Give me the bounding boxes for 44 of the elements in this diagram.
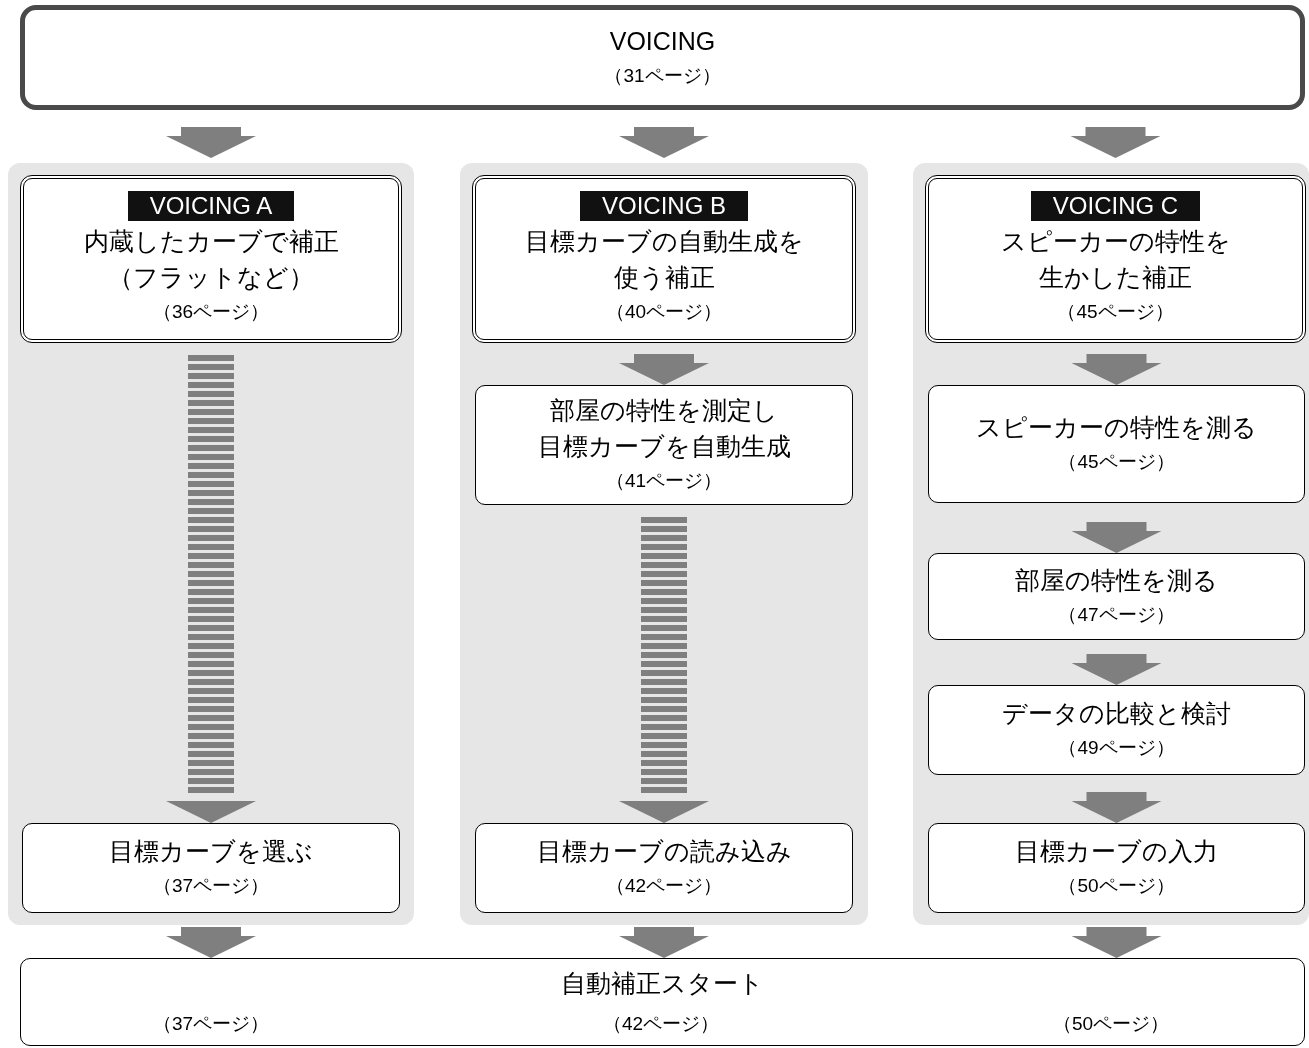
page-reference: （42ページ） <box>602 1012 720 1036</box>
box-title: VOICING <box>609 25 716 57</box>
box-title: 目標カーブの入力 <box>1015 836 1218 867</box>
box-title: スピーカーの特性を生かした補正 <box>1000 226 1231 293</box>
box-title: データの比較と検討 <box>1002 698 1231 729</box>
mode-box <box>20 175 402 343</box>
box-title: スピーカーの特性を測る <box>976 412 1257 443</box>
page-reference: （42ページ） <box>605 874 723 898</box>
mode-badge: VOICING C <box>1030 191 1201 221</box>
column-panel <box>460 163 868 925</box>
process-box <box>928 385 1305 503</box>
process-box <box>928 553 1305 640</box>
box-title: 内蔵したカーブで補正（フラットなど） <box>83 226 339 293</box>
page-reference: （47ページ） <box>1058 602 1175 627</box>
page-reference: （45ページ） <box>1058 450 1175 474</box>
page-reference: （37ページ） <box>152 874 270 898</box>
page-reference: （49ページ） <box>1058 736 1175 760</box>
page-reference: （37ページ） <box>152 1012 270 1036</box>
process-box <box>928 823 1305 913</box>
box-title: 目標カーブを選ぶ <box>109 836 313 867</box>
box-title: 部屋の特性を測定し目標カーブを自動生成 <box>537 395 791 462</box>
process-box <box>475 823 853 913</box>
box-title: 自動補正スタート <box>561 968 764 999</box>
page-reference: （50ページ） <box>1058 874 1175 898</box>
process-box <box>22 823 400 913</box>
column-panel <box>913 163 1309 925</box>
box-title: 部屋の特性を測る <box>1015 564 1218 596</box>
page-reference: （45ページ） <box>1057 300 1174 324</box>
mode-box <box>925 175 1306 343</box>
process-box <box>928 685 1305 775</box>
box-title: 目標カーブの読み込み <box>536 836 792 867</box>
mode-badge: VOICING A <box>127 191 295 221</box>
process-box <box>20 958 1305 1046</box>
mode-badge: VOICING B <box>580 191 748 221</box>
page-reference: （50ページ） <box>1052 1012 1170 1036</box>
page-reference: （41ページ） <box>605 469 723 493</box>
page-reference: （36ページ） <box>152 300 270 324</box>
page-reference: （31ページ） <box>604 63 721 88</box>
heading-box <box>20 5 1305 110</box>
mode-box <box>472 175 856 343</box>
column-panel <box>8 163 414 925</box>
process-box <box>475 385 853 505</box>
page-reference: （40ページ） <box>605 300 723 324</box>
box-title: 目標カーブの自動生成を使う補正 <box>524 226 804 293</box>
